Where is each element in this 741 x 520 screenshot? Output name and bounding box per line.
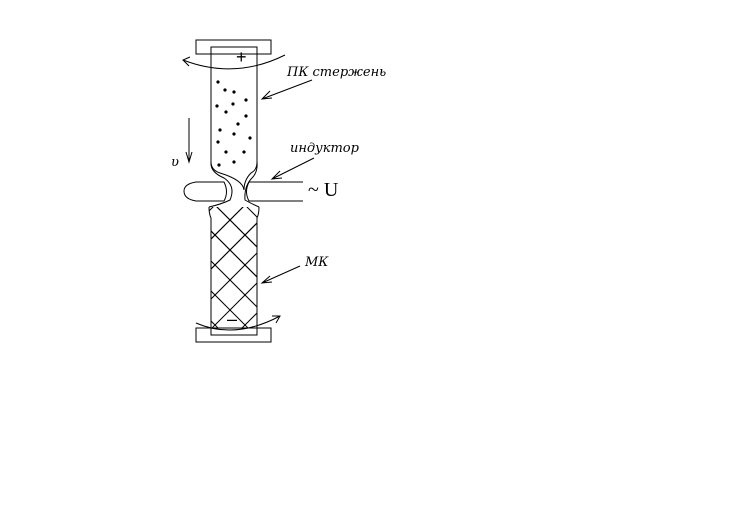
top-rotation-arrow <box>182 54 286 70</box>
mk-leader <box>260 265 301 284</box>
voltage-label: ~ U <box>308 179 339 201</box>
melt-zone-outline <box>208 161 260 208</box>
inductor-label: индуктор <box>290 141 360 156</box>
minus-sign: – <box>227 309 237 329</box>
rod-leader <box>260 79 313 100</box>
velocity-arrow <box>185 118 193 164</box>
mk-label: МК <box>304 255 329 270</box>
plus-sign: + <box>236 47 247 67</box>
rod-label: ПК стержень <box>286 65 386 80</box>
top-rotation-arrowhead <box>182 56 191 67</box>
bottom-rotation-arrowhead <box>272 315 281 324</box>
inductor-leader <box>270 157 315 180</box>
velocity-label: υ <box>171 155 179 170</box>
bottom-rotation-arrow <box>195 315 281 331</box>
inductor-coil <box>183 181 303 202</box>
polycrystal-dots <box>215 80 252 167</box>
lower-rod-outline <box>208 206 260 336</box>
